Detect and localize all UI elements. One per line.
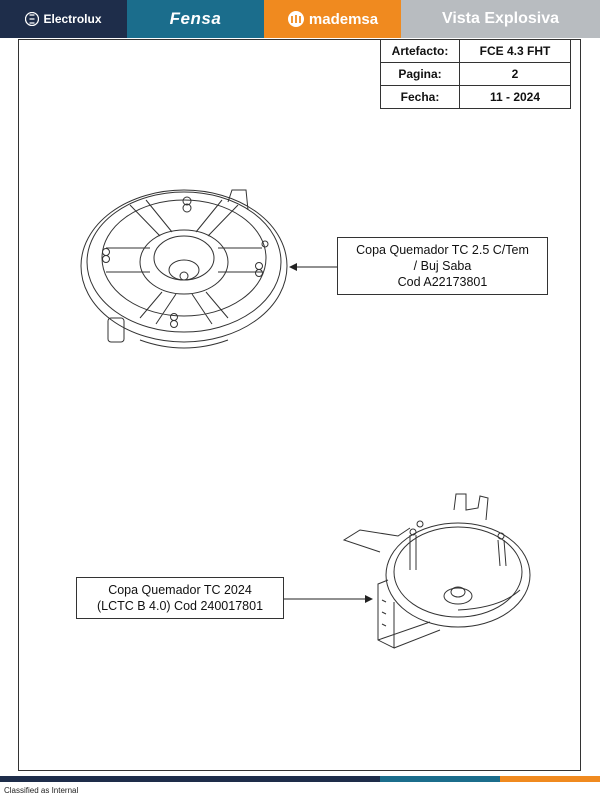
info-value: 11 - 2024 — [459, 85, 571, 109]
electrolux-mark-icon — [25, 12, 40, 26]
info-key: Artefacto: — [380, 39, 460, 63]
mademsa-label: mademsa — [308, 10, 379, 28]
fensa-label: Fensa — [169, 9, 222, 28]
info-row-pagina: Pagina: 2 — [380, 62, 571, 86]
burner-cup-1-drawing — [80, 189, 288, 349]
page-title: Vista Explosiva — [401, 0, 600, 38]
mademsa-logo: mademsa — [264, 0, 401, 38]
brand-header: Electrolux Fensa mademsa Vista Explosiva — [0, 0, 600, 38]
mademsa-mark-icon — [287, 11, 304, 27]
info-row-fecha: Fecha: 11 - 2024 — [380, 85, 571, 109]
part-label-copa-quemador-tc-2024: Copa Quemador TC 2024 (LCTC B 4.0) Cod 2… — [76, 577, 284, 619]
footer-segment — [500, 776, 600, 782]
info-value: FCE 4.3 FHT — [459, 39, 571, 63]
part-label-code: Cod A22173801 — [397, 275, 488, 289]
classification-label: Classified as Internal — [4, 786, 79, 795]
part-label-code: (LCTC B 4.0) Cod 240017801 — [96, 599, 264, 613]
part-label-copa-quemador-tc-2-5: Copa Quemador TC 2.5 C/Tem / Buj Saba Co… — [337, 237, 548, 295]
electrolux-label: Electrolux — [43, 12, 102, 26]
info-key: Pagina: — [380, 62, 460, 86]
info-key: Fecha: — [380, 85, 460, 109]
info-row-artefacto: Artefacto: FCE 4.3 FHT — [380, 39, 571, 63]
burner-cup-2-drawing — [342, 493, 531, 649]
part-label-line: Copa Quemador TC 2024 — [108, 583, 252, 597]
footer-bar — [0, 776, 600, 782]
part-label-line: / Buj Saba — [413, 259, 472, 273]
fensa-logo: Fensa — [127, 0, 264, 38]
electrolux-logo: Electrolux — [0, 0, 127, 38]
info-table: Artefacto: FCE 4.3 FHT Pagina: 2 Fecha: … — [380, 39, 571, 109]
drawing-frame — [18, 39, 581, 771]
part-label-line: Copa Quemador TC 2.5 C/Tem — [356, 243, 529, 257]
footer-segment — [0, 776, 380, 782]
footer-segment — [380, 776, 500, 782]
